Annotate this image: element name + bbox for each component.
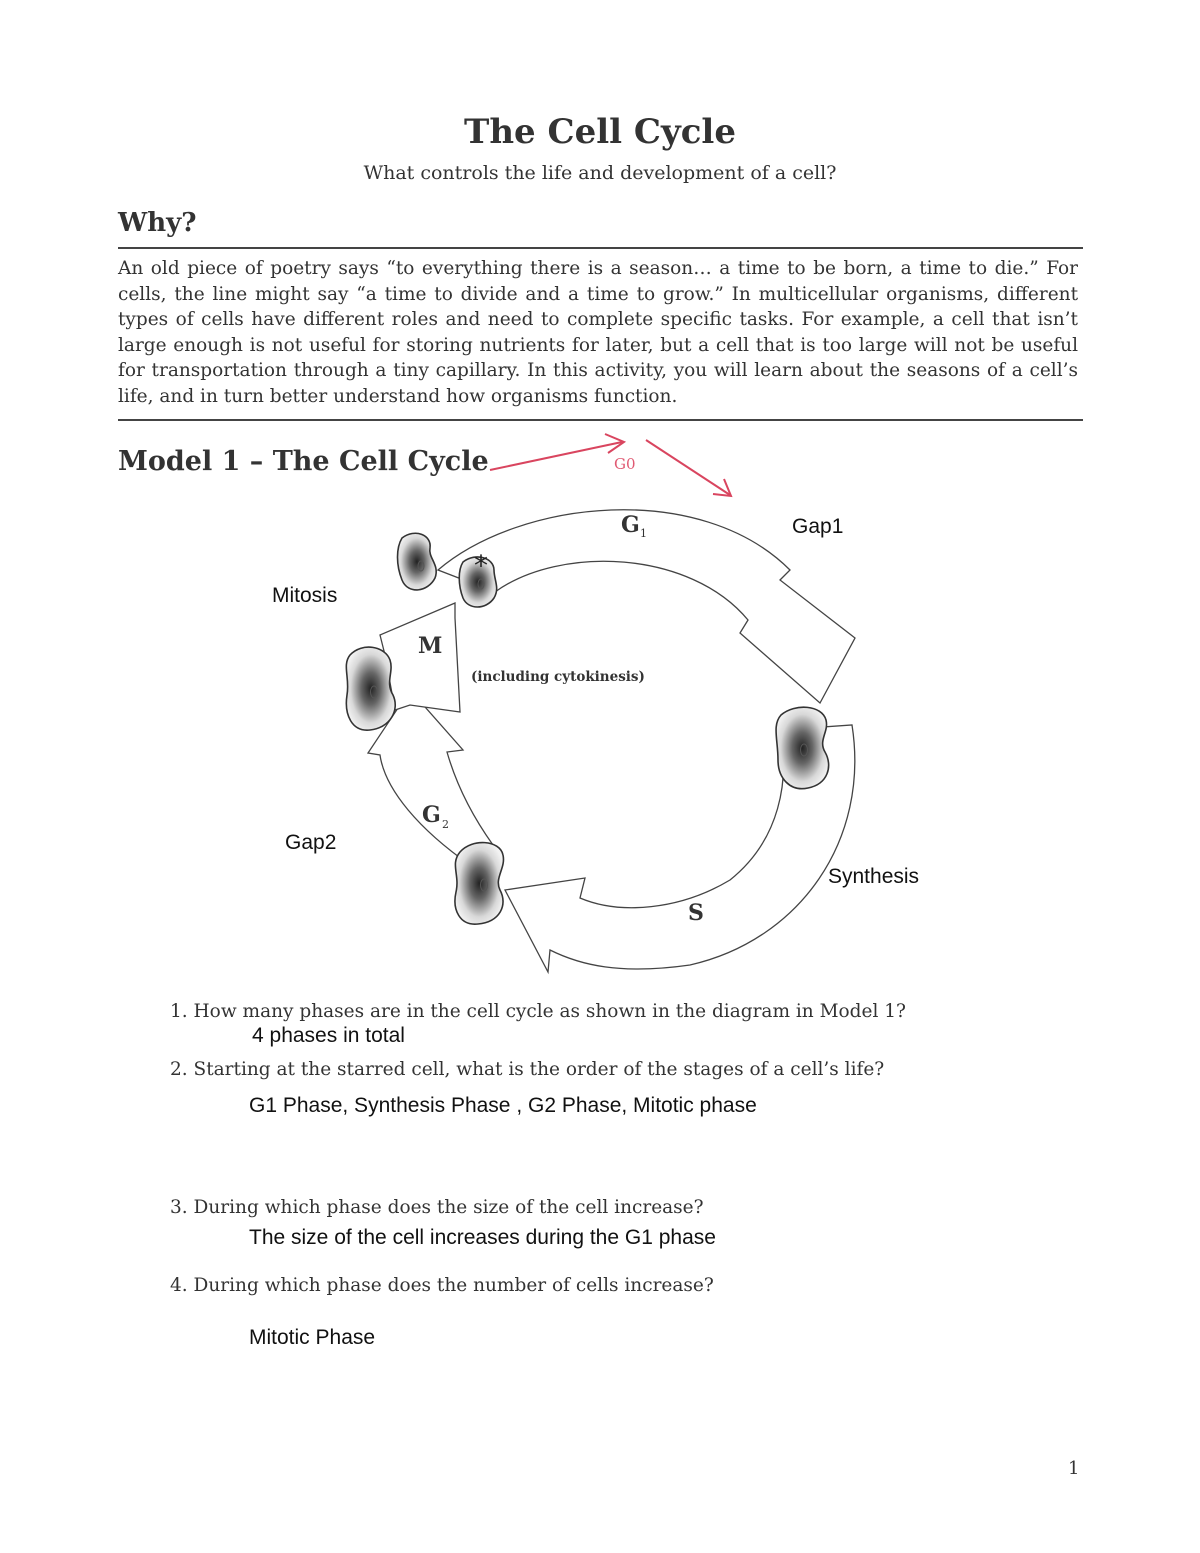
answer-3: The size of the cell increases during th… — [249, 1226, 716, 1250]
question-text: During which phase does the number of ce… — [194, 1275, 714, 1296]
m-note: (including cytokinesis) — [471, 669, 645, 685]
g1-subscript: 1 — [640, 527, 647, 540]
question-number: 4. — [170, 1275, 188, 1296]
g2-label: G — [422, 802, 441, 828]
question-3: 3. During which phase does the size of t… — [170, 1197, 704, 1218]
page-title: The Cell Cycle — [0, 112, 1200, 152]
question-text: How many phases are in the cell cycle as… — [194, 1001, 906, 1022]
question-text: Starting at the starred cell, what is th… — [194, 1059, 885, 1080]
question-number: 1. — [170, 1001, 188, 1022]
s-label: S — [688, 900, 704, 926]
why-heading: Why? — [118, 208, 196, 238]
cell-g2 — [455, 843, 503, 925]
question-4: 4. During which phase does the number of… — [170, 1275, 714, 1296]
question-1: 1. How many phases are in the cell cycle… — [170, 1001, 906, 1022]
g0-arrows — [490, 434, 731, 496]
question-number: 2. — [170, 1059, 188, 1080]
g1-label: G — [621, 512, 640, 538]
g0-label: G0 — [614, 455, 636, 473]
cell-top-left — [398, 533, 437, 590]
star: * — [474, 549, 488, 582]
g2-subscript: 2 — [442, 818, 449, 831]
divider — [118, 247, 1083, 249]
why-paragraph: An old piece of poetry says “to everythi… — [118, 256, 1078, 409]
page-subtitle: What controls the life and development o… — [0, 162, 1200, 184]
question-number: 3. — [170, 1197, 188, 1218]
annot-gap1: Gap1 — [792, 515, 843, 538]
question-text: During which phase does the size of the … — [194, 1197, 704, 1218]
annot-mitosis: Mitosis — [272, 584, 337, 607]
annot-synthesis: Synthesis — [828, 865, 919, 888]
question-2: 2. Starting at the starred cell, what is… — [170, 1059, 884, 1080]
m-label: M — [418, 633, 442, 659]
cell-cycle-diagram: G0 G 1 * M (including cytokinesis) G 2 S… — [0, 420, 1200, 990]
annot-gap2: Gap2 — [285, 831, 336, 854]
cell-mitosis — [346, 647, 395, 730]
answer-4: Mitotic Phase — [249, 1326, 375, 1350]
answer-2: G1 Phase, Synthesis Phase , G2 Phase, Mi… — [249, 1094, 757, 1118]
cell-synthesis — [776, 707, 829, 788]
page-number: 1 — [1068, 1458, 1079, 1479]
answer-1: 4 phases in total — [252, 1024, 405, 1048]
